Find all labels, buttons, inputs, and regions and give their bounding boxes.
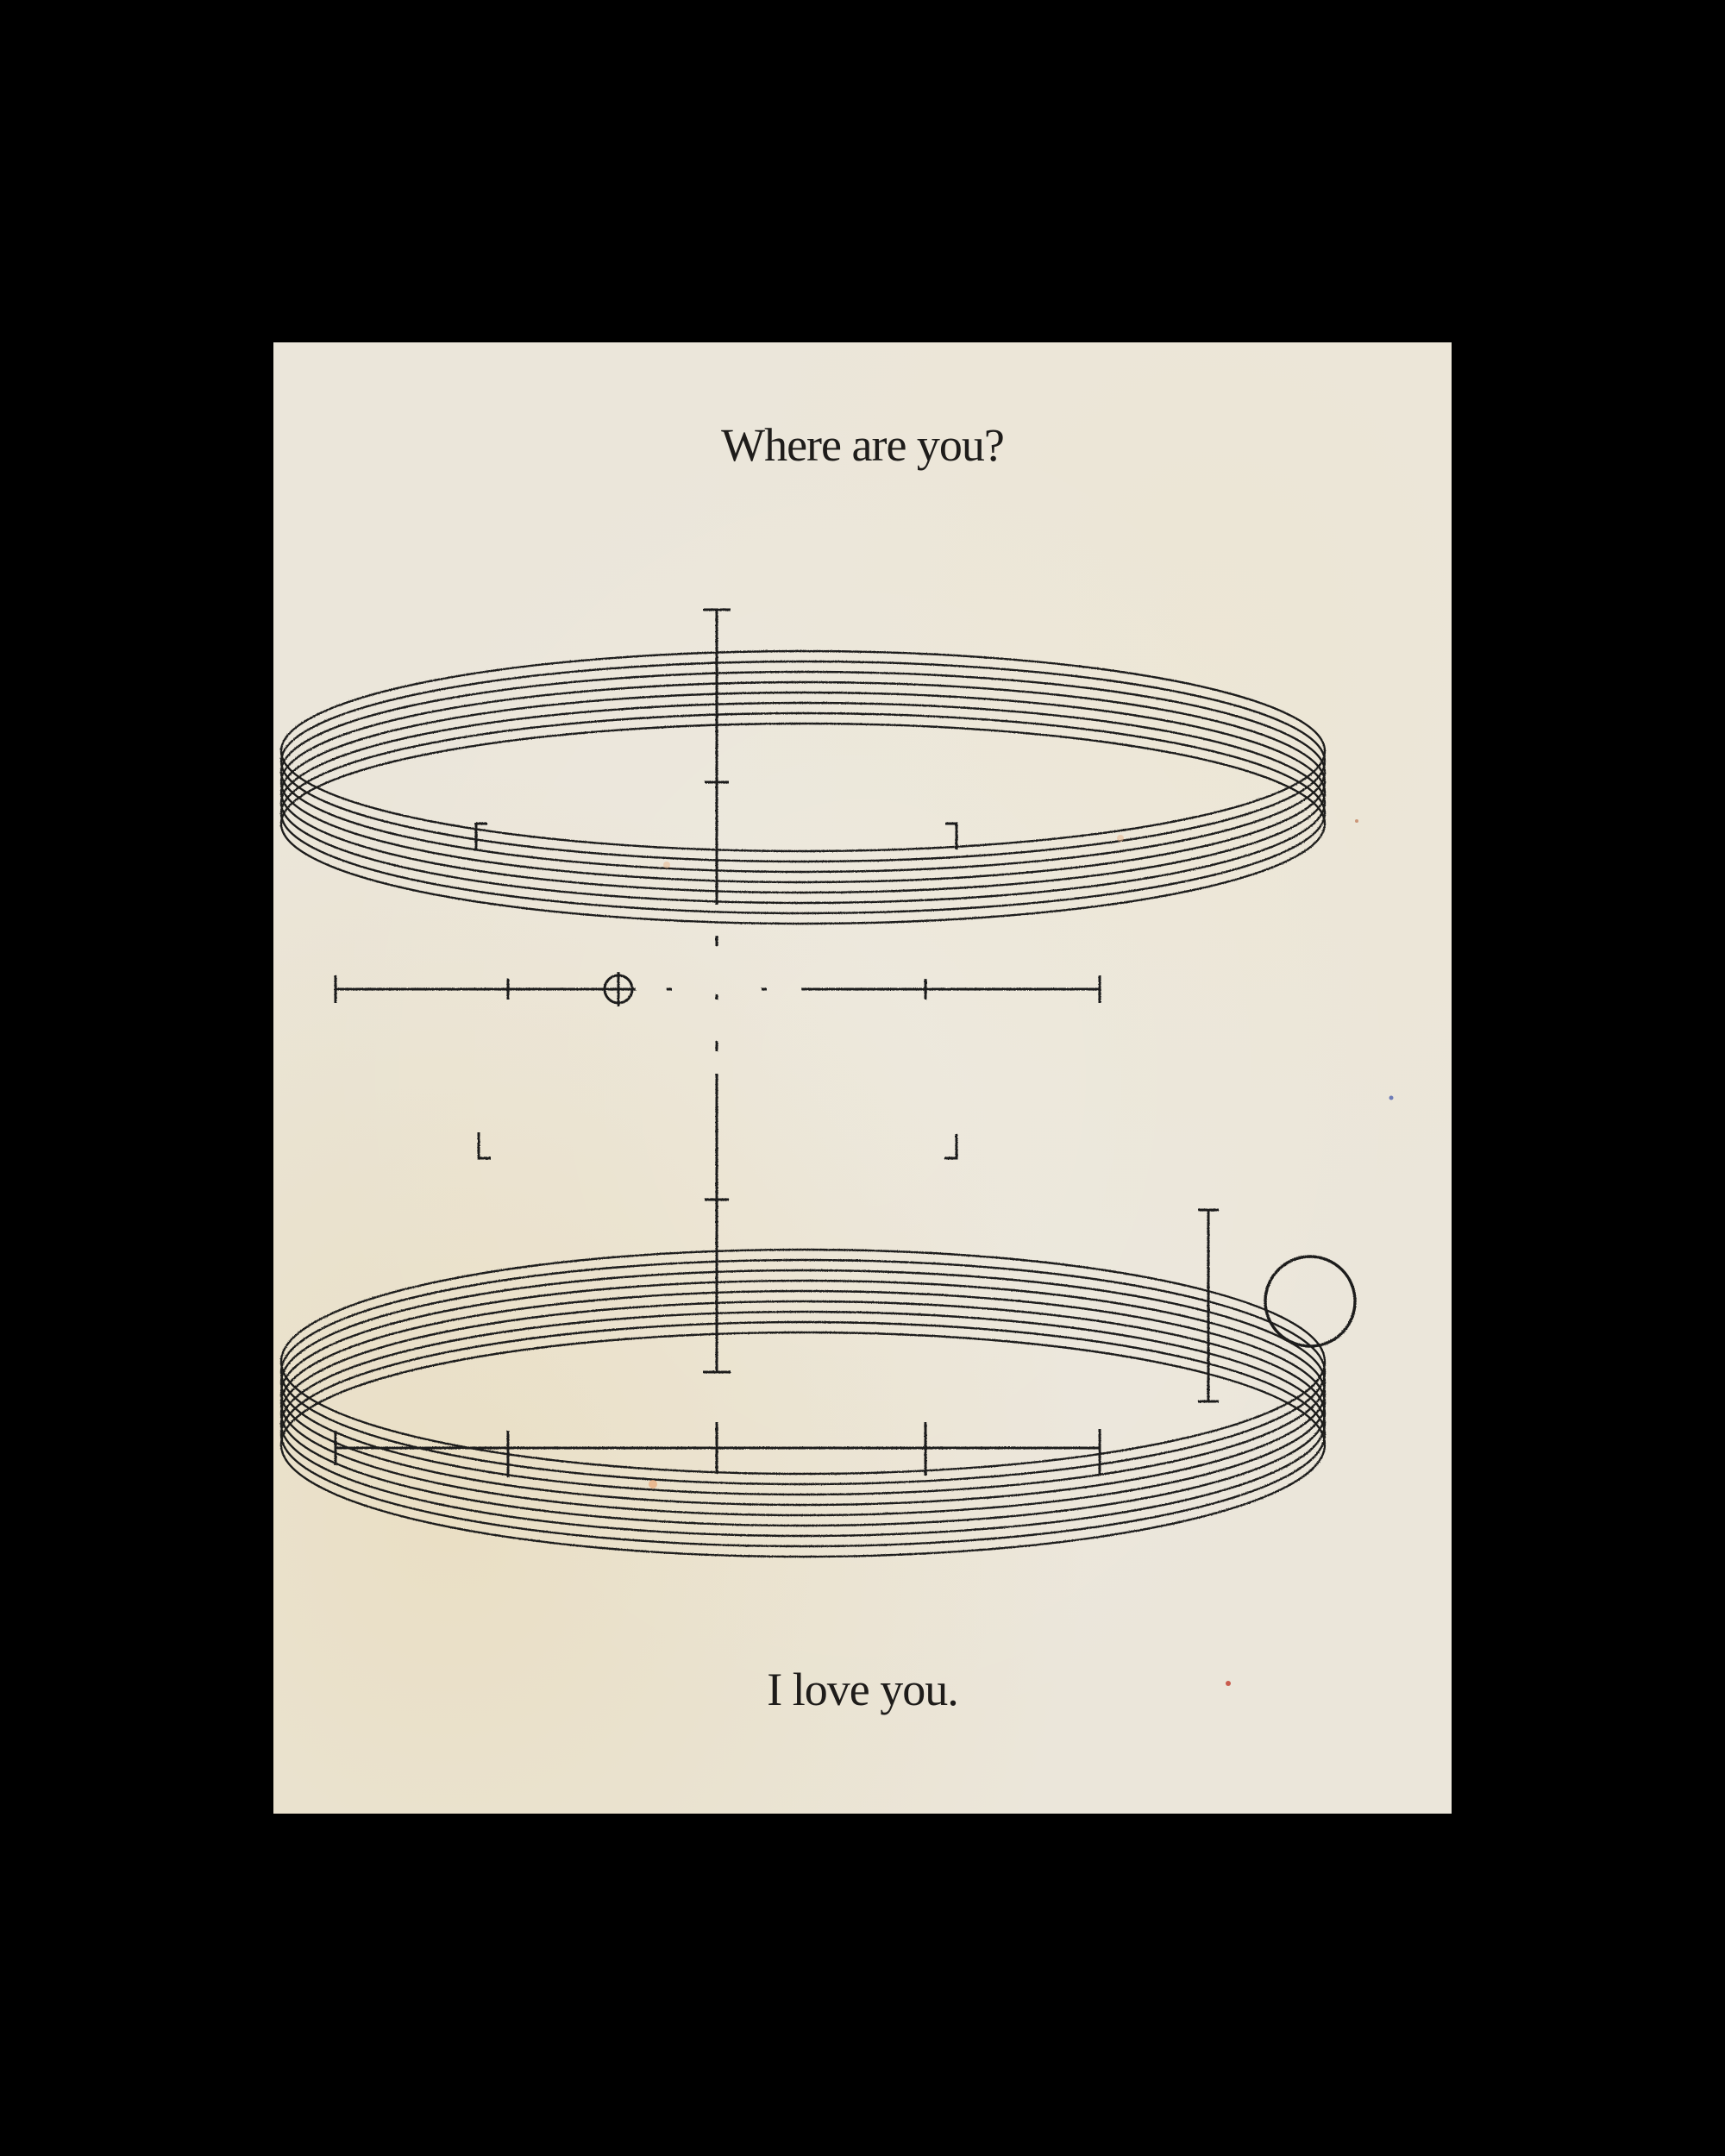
headline-top: Where are you?	[721, 419, 1005, 471]
ring-top-line	[279, 711, 1327, 915]
ring-bottom	[279, 1248, 1327, 1558]
ring-bottom-line	[279, 1300, 1327, 1527]
ring-bottom-line	[279, 1269, 1327, 1496]
ring-bottom-line	[279, 1248, 1327, 1476]
crosshair-icon	[601, 972, 636, 1006]
ring-top-line	[279, 660, 1327, 863]
ring-diagram	[279, 608, 1394, 1686]
corner-bracket-icon	[474, 822, 958, 1160]
poster: Where are you?	[273, 342, 1452, 1814]
ring-bottom-line	[279, 1258, 1327, 1486]
ring-top-line	[279, 680, 1327, 884]
vertical-measure-middle	[703, 1074, 731, 1374]
ring-top-line	[279, 670, 1327, 874]
ring-bottom-line	[279, 1331, 1327, 1558]
ring-top	[279, 649, 1327, 925]
paper-texture	[273, 342, 1452, 1814]
paper-specks	[649, 819, 1394, 1686]
headline-bottom: I love you.	[767, 1664, 958, 1715]
circle-marker-icon	[1264, 1255, 1357, 1348]
vertical-measure-top	[703, 608, 731, 905]
ring-top-line	[279, 691, 1327, 894]
ring-bottom-line	[279, 1310, 1327, 1538]
vertical-measure-right	[1198, 1208, 1219, 1403]
ring-bottom-line	[279, 1279, 1327, 1507]
ring-top-line	[279, 722, 1327, 925]
bottom-ring-scale	[334, 1422, 1101, 1477]
ring-top-line	[279, 701, 1327, 905]
ring-bottom-line	[279, 1289, 1327, 1517]
ring-bottom-line	[279, 1320, 1327, 1548]
horizontal-scale	[334, 975, 1101, 1003]
ring-top-line	[279, 649, 1327, 853]
